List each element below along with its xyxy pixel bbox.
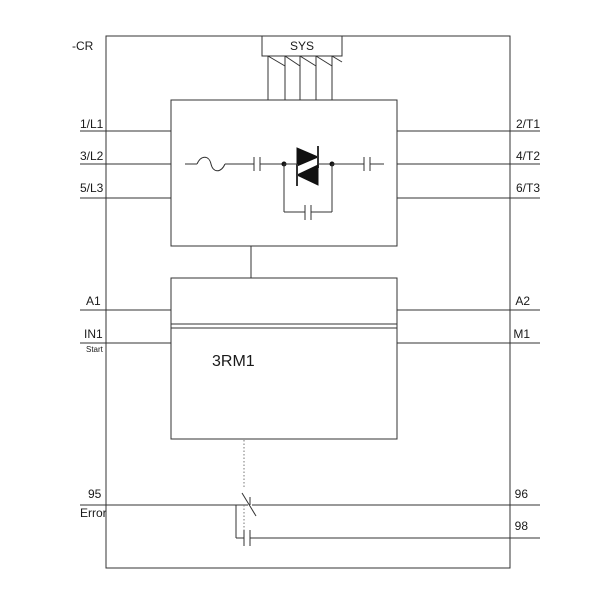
- terminal-2-t1: 2/T1: [516, 117, 540, 131]
- bypass-contact-icon: [283, 164, 333, 220]
- terminal-a2: A2: [515, 294, 530, 308]
- thyristor-icon: [284, 146, 332, 186]
- fuse-icon: [196, 156, 226, 172]
- terminal-5-l3: 5/L3: [80, 181, 104, 195]
- terminal-3-l2: 3/L2: [80, 149, 104, 163]
- sys-box: [261, 35, 343, 57]
- module-name: 3RM1: [212, 353, 255, 370]
- terminal-98: 98: [515, 519, 529, 533]
- terminal-96: 96: [515, 487, 529, 501]
- terminal-95-sub: Error: [80, 506, 107, 520]
- power-path: [185, 146, 384, 220]
- device-tag: -CR: [72, 39, 94, 53]
- terminal-m1: M1: [513, 327, 530, 341]
- terminal-6-t3: 6/T3: [516, 181, 540, 195]
- terminal-in1-sub: Start: [86, 345, 104, 354]
- control-section-box: [170, 277, 398, 440]
- terminal-a1: A1: [86, 294, 101, 308]
- relay-contact-icon: [80, 492, 540, 546]
- terminal-95: 95: [88, 487, 102, 501]
- sys-bus-lines: [267, 55, 343, 100]
- terminal-4-t2: 4/T2: [516, 149, 540, 163]
- terminal-1-l1: 1/L1: [80, 117, 104, 131]
- sys-label: SYS: [290, 39, 314, 53]
- terminal-in1: IN1: [84, 327, 103, 341]
